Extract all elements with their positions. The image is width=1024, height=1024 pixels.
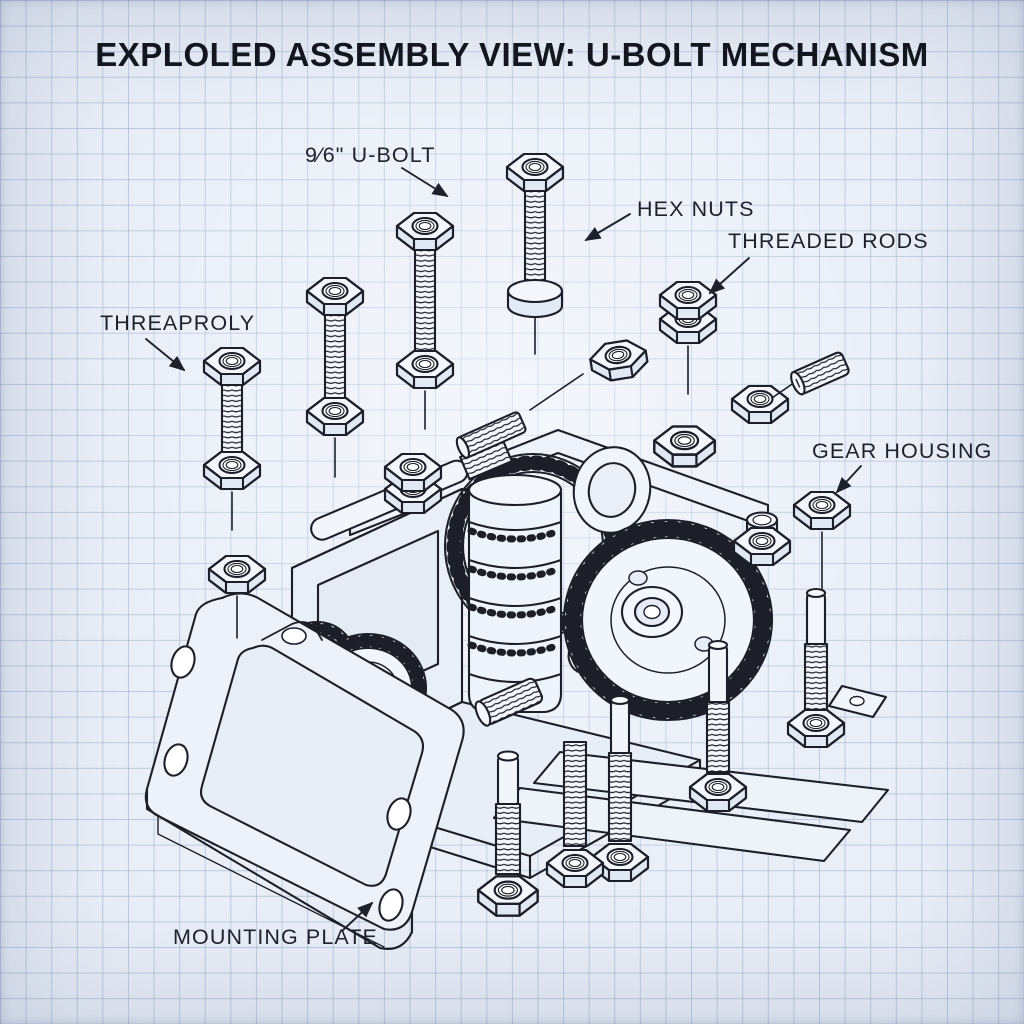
leader-threaproly [145,338,186,372]
leader-mounting-plate [341,901,374,932]
hex-nut-tilted [587,336,651,385]
nylock-nut [732,511,792,567]
stud-with-hex-nuts-c [395,211,455,430]
hex-nut-with-set-screw [730,351,850,425]
threaded-rod-diagonal [455,373,584,459]
leader-hex-nuts [584,213,631,241]
mounting-plate [144,592,465,950]
stud-with-washer-d [505,152,565,355]
helical-gear [467,473,563,714]
stud-with-hex-nuts-b [305,276,365,478]
leader-u-bolt [401,167,449,198]
leader-gear-housing [835,465,862,494]
label-threaproly: THREAPROLY [100,311,255,335]
hex-bolt-right [786,587,846,749]
leader-arrows [145,167,862,932]
hex-nut-large [653,425,716,468]
threaded-rod-1 [688,639,748,813]
hex-bolt-bottom-center [477,750,539,917]
hex-nut-right [792,490,852,595]
label-threaded-rods: THREADED RODS [728,229,929,253]
label-u-bolt: 9⁄6" U-BOLT [305,143,435,167]
threaded-rod-3 [545,740,605,889]
label-mounting-plate: MOUNTING PLATE [173,925,378,949]
threaded-roller [474,677,544,727]
set-screw [790,351,850,396]
horizontal-pin-bolt [310,438,513,541]
threaded-rod-2 [590,694,650,883]
diagram-title: EXPLOLED ASSEMBLY VIEW: U-BOLT MECHANISM [95,36,929,73]
label-gear-housing: GEAR HOUSING [812,439,992,463]
hex-nut-double [658,280,718,395]
o-ring-washer [572,446,652,534]
label-hex-nuts: HEX NUTS [637,197,755,221]
leader-threaded-rods [708,257,750,295]
hex-nut-left [207,554,267,639]
stud-with-hex-nuts-a [202,346,262,531]
